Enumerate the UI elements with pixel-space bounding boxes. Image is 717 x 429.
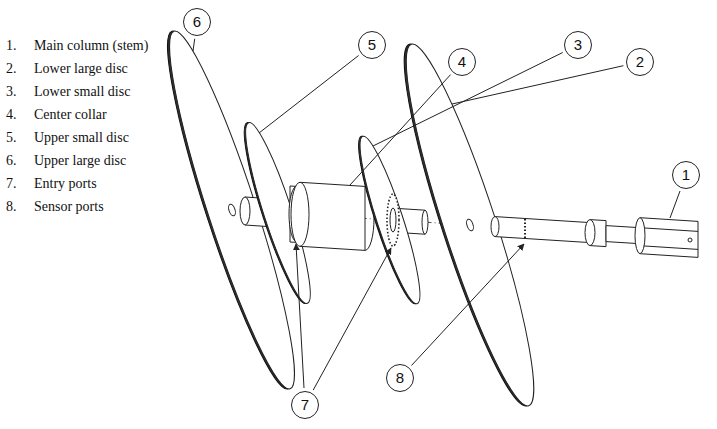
list-number: 7. xyxy=(6,176,17,193)
upper-small-disc xyxy=(234,118,321,307)
callout-circle: 4 xyxy=(448,48,476,76)
part-name: Lower large disc xyxy=(34,61,128,78)
callout-number: 7 xyxy=(301,397,309,414)
lower-small-disc xyxy=(349,132,430,307)
part-name: Upper small disc xyxy=(34,130,129,147)
leader-arrow xyxy=(296,244,304,388)
part-name: Center collar xyxy=(34,107,107,124)
callout-circle: 6 xyxy=(183,8,211,36)
callout-number: 8 xyxy=(396,370,404,387)
list-number: 4. xyxy=(6,107,17,124)
part-name: Upper large disc xyxy=(34,153,126,170)
entry-port-ring xyxy=(387,194,399,246)
main-column-stem xyxy=(491,217,698,258)
list-number: 6. xyxy=(6,153,17,170)
callout-number: 3 xyxy=(574,37,582,54)
part-name: Main column (stem) xyxy=(34,38,148,55)
list-number: 1. xyxy=(6,38,17,55)
callout-number: 2 xyxy=(636,54,644,71)
leader-arrow xyxy=(412,244,525,366)
callout-circle: 5 xyxy=(358,31,386,59)
part-name: Sensor ports xyxy=(34,199,104,216)
callout-number: 6 xyxy=(193,14,201,31)
list-number: 2. xyxy=(6,61,17,78)
leader-arrow xyxy=(313,248,391,390)
callout-number: 5 xyxy=(368,37,376,54)
list-number: 3. xyxy=(6,84,17,101)
sensor-port-dots xyxy=(524,219,526,238)
callout-circle: 3 xyxy=(564,31,592,59)
leader-line xyxy=(670,191,680,218)
callout-number: 4 xyxy=(458,54,466,71)
list-number: 5. xyxy=(6,130,17,147)
part-name: Entry ports xyxy=(34,176,97,193)
callout-circle: 7 xyxy=(291,391,319,419)
list-number: 8. xyxy=(6,199,17,216)
callout-circle: 2 xyxy=(626,48,654,76)
callout-number: 1 xyxy=(682,167,690,184)
callout-circle: 1 xyxy=(672,161,700,189)
center-collar xyxy=(291,182,374,250)
leader-line xyxy=(193,39,195,51)
leader-lines xyxy=(193,39,680,390)
part-name: Lower small disc xyxy=(34,84,130,101)
leader-line xyxy=(350,75,451,185)
callout-circle: 8 xyxy=(386,364,414,392)
leader-line xyxy=(259,56,359,134)
leader-line xyxy=(452,66,623,104)
